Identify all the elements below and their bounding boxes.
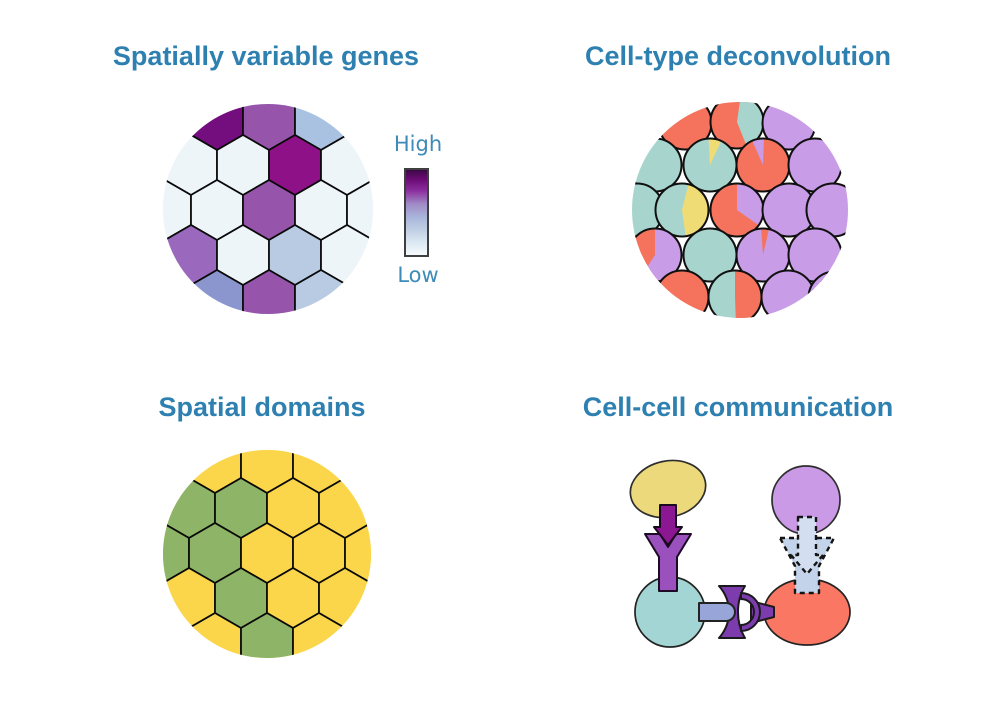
hex-cell (346, 269, 373, 314)
dashed-ligand-arrow-icon (789, 515, 825, 576)
spot-pie-base (762, 183, 816, 237)
hex-cell (163, 269, 192, 314)
spot-pie-wedge (682, 184, 709, 237)
spot-pie-wedge (708, 138, 722, 165)
svg-hex-grid (163, 104, 373, 314)
spot-pie-base (788, 228, 842, 282)
hex-cell (163, 450, 190, 494)
spot-pie-base (683, 228, 737, 282)
hex-cell (344, 522, 371, 584)
spot-outline (654, 182, 710, 238)
ligand-capsule-icon (698, 602, 736, 622)
cell-cell-communication-graphic (629, 459, 851, 648)
hex-cell (344, 450, 371, 494)
colorbar (404, 168, 429, 257)
colorbar-low-label: Low (397, 263, 439, 287)
deconvolution-spot-grid (632, 102, 848, 318)
hex-cell (163, 612, 190, 658)
panel-title-cell-cell-communication: Cell-cell communication (582, 392, 894, 422)
hex-cell (163, 104, 192, 151)
spot-pie-wedge (640, 228, 682, 282)
domains-hex-grid (163, 450, 371, 658)
spot-pie-wedge (737, 102, 764, 147)
hex-cell (344, 612, 371, 658)
ligand-arrow-icon (653, 504, 683, 546)
panel-title-spatially-variable-genes: Spatially variable genes (112, 41, 420, 71)
spot-pie-wedge (752, 138, 764, 165)
spot-pie-base (806, 183, 848, 237)
spot-pie-base (788, 138, 842, 192)
hex-cell (346, 179, 373, 241)
socket-receptor-cup-icon (740, 592, 761, 632)
panel-title-cell-type-deconvolution: Cell-type deconvolution (584, 41, 892, 71)
spot-outline (807, 270, 848, 318)
spot-pie-wedge (735, 270, 762, 318)
panel-title-spatial-domains: Spatial domains (158, 392, 366, 422)
spot-pie-base (632, 183, 664, 237)
spot-pie-wedge (761, 228, 769, 255)
colorbar-high-label: High (393, 132, 443, 156)
